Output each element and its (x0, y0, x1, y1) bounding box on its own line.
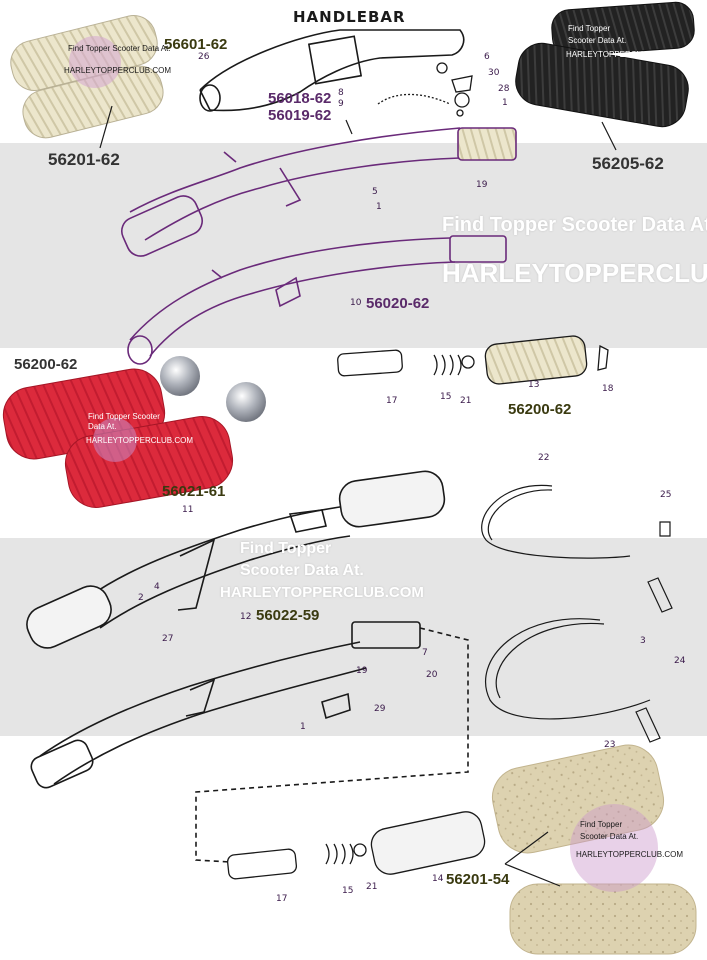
watermark-band1-line2: HARLEYTOPPERCLUB.COM (442, 258, 707, 288)
callout-29: 29 (374, 704, 386, 714)
callout-1-mid: 1 (376, 202, 382, 212)
watermark-cork-grip-line2: Scooter Data At. (580, 832, 639, 841)
watermark-cork-grip-url: HARLEYTOPPERCLUB.COM (576, 850, 683, 859)
part-number-56021-61: 56021-61 (162, 483, 226, 500)
watermark-cork-grip-line1: Find Topper (580, 820, 623, 829)
callout-19-lower: 19 (356, 666, 368, 676)
callout-30: 30 (488, 68, 500, 78)
part-number-56601-62: 56601-62 (164, 36, 228, 53)
red-grip-pair-56200-62 (2, 356, 266, 508)
watermark-band2-line3: HARLEYTOPPERCLUB.COM (220, 584, 424, 601)
watermark-red-grip-line2: Data At. (88, 422, 117, 431)
callout-5: 5 (372, 187, 378, 197)
callout-2: 2 (138, 593, 144, 603)
callout-24: 24 (674, 656, 686, 666)
callout-21-lower: 21 (366, 882, 378, 892)
handlebar-56018-drawing (121, 127, 517, 257)
part-number-56200-62-left: 56200-62 (14, 356, 78, 373)
part-number-56201-62: 56201-62 (48, 150, 120, 169)
callout-11: 11 (182, 505, 194, 515)
grip-exploded-row-upper (337, 335, 609, 385)
callout-28: 28 (498, 84, 510, 94)
watermark-black-grip-line1: Find Topper (568, 24, 611, 33)
part-number-56205-62: 56205-62 (592, 154, 664, 173)
callout-17-upper: 17 (386, 396, 398, 406)
grip-exploded-row-lower (226, 811, 486, 880)
watermark-red-grip-line1: Find Topper Scooter (88, 412, 160, 421)
switch-parts-drawing (377, 62, 473, 117)
part-number-56018-62: 56018-62 (268, 90, 332, 107)
watermark-band1-line1: Find Topper Scooter Data At. (442, 214, 707, 236)
callout-22: 22 (538, 453, 550, 463)
callout-25: 25 (660, 490, 672, 500)
callout-18: 18 (602, 384, 614, 394)
watermark-red-grip-url: HARLEYTOPPERCLUB.COM (86, 436, 193, 445)
watermark-cream-grip-line1: Find Topper Scooter Data At. (68, 44, 171, 53)
part-number-56019-62: 56019-62 (268, 107, 332, 124)
handlebar-56022-drawing (30, 621, 469, 863)
cork-grip-pair-56201-54 (491, 744, 697, 955)
watermark-cream-grip-url: HARLEYTOPPERCLUB.COM (64, 66, 171, 75)
callout-8: 8 (338, 88, 344, 98)
leader-lines (99, 105, 617, 151)
part-number-56200-62-mid: 56200-62 (508, 401, 572, 418)
callout-21-upper: 21 (460, 396, 472, 406)
watermark-band2-line2: Scooter Data At. (240, 562, 364, 579)
callout-19-top: 19 (476, 180, 488, 190)
part-number-56201-54: 56201-54 (446, 871, 510, 888)
handlebar-56021-drawing (26, 470, 446, 649)
cream-grip-pair-56201-62 (10, 15, 164, 139)
black-grip-pair-56205-62 (515, 1, 695, 128)
callout-1-top: 1 (502, 98, 508, 108)
callout-4: 4 (154, 582, 160, 592)
callout-10: 10 (350, 298, 362, 308)
callout-26: 26 (198, 52, 210, 62)
callout-23: 23 (604, 740, 616, 750)
callout-3: 3 (640, 636, 646, 646)
handlebar-56020-drawing (127, 235, 507, 365)
callout-20: 20 (426, 670, 438, 680)
watermark-band2-line1: Find Topper (240, 540, 332, 557)
throttle-cables-drawing (481, 484, 673, 743)
watermark-black-grip-line2: Scooter Data At. (568, 36, 627, 45)
callout-13: 13 (528, 380, 540, 390)
callout-7: 7 (422, 648, 428, 658)
callout-15-upper: 15 (440, 392, 452, 402)
callout-1-lower: 1 (300, 722, 306, 732)
callout-15-lower: 15 (342, 886, 354, 896)
diagram-title: HANDLEBAR (293, 8, 406, 26)
callout-6: 6 (484, 52, 490, 62)
callout-12: 12 (240, 612, 252, 622)
watermark-band-lower (0, 538, 707, 736)
handlebar-cover-drawing (199, 29, 465, 112)
callout-27: 27 (162, 634, 174, 644)
part-number-56020-62: 56020-62 (366, 295, 430, 312)
callout-9: 9 (338, 99, 344, 109)
callout-17-lower: 17 (276, 894, 288, 904)
callout-14: 14 (432, 874, 444, 884)
watermark-black-grip-url: HARLEYTOPPERCLUB.COM (566, 50, 673, 59)
part-number-56022-59: 56022-59 (256, 607, 320, 624)
